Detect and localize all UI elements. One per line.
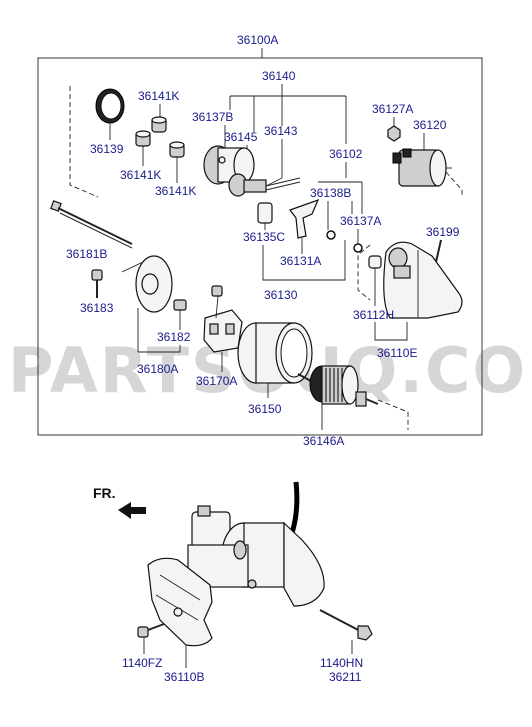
label-36183[interactable]: 36183: [80, 301, 114, 315]
dash-guide-36110E: [357, 244, 371, 301]
bolt-1140HN: [319, 609, 373, 641]
leader-36130: [262, 240, 346, 281]
label-36182[interactable]: 36182: [157, 330, 191, 344]
front-arrow-icon: [118, 502, 146, 519]
screw-36199: [435, 239, 442, 263]
label-36140[interactable]: 36140: [262, 69, 296, 83]
label-36141K-mid[interactable]: 36141K: [120, 168, 161, 182]
nut-36127A: [387, 125, 401, 142]
ring-36139: [95, 88, 125, 124]
label-36100A[interactable]: 36100A: [237, 33, 278, 47]
dash-guide-36120: [445, 171, 463, 195]
label-36170A[interactable]: 36170A: [196, 374, 237, 388]
label-36145[interactable]: 36145: [224, 130, 258, 144]
solenoid-36120: [392, 148, 452, 187]
label-36130[interactable]: 36130: [264, 288, 298, 302]
label-1140HN[interactable]: 1140HN: [320, 656, 363, 670]
leader-36180A: [138, 345, 181, 353]
brush-holder-36170A: [203, 285, 243, 353]
label-1140FZ[interactable]: 1140FZ: [122, 656, 162, 670]
bearing-36141K-low: [169, 141, 185, 158]
leader-36110E: [374, 322, 408, 341]
label-36141K-low[interactable]: 36141K: [155, 184, 196, 198]
label-36141K-top[interactable]: 36141K: [138, 89, 179, 103]
label-36143[interactable]: 36143: [264, 124, 298, 138]
yoke-36150: [237, 322, 313, 384]
armature-36146A: [297, 365, 379, 407]
label-36112H[interactable]: 36112H: [353, 308, 394, 322]
heat-shield-36110B: [147, 557, 213, 647]
label-36139[interactable]: 36139: [90, 142, 124, 156]
bolt-1140FZ: [137, 623, 165, 638]
label-36120[interactable]: 36120: [413, 118, 447, 132]
bushing-36112H: [368, 255, 382, 269]
label-36211[interactable]: 36211: [329, 670, 362, 684]
label-36110E[interactable]: 36110E: [377, 346, 417, 360]
label-36146A[interactable]: 36146A: [303, 434, 344, 448]
bolt-36183: [91, 269, 103, 298]
bearing-36141K-mid: [135, 130, 151, 147]
dash-guide-36139: [69, 86, 99, 198]
oring-36137A: [353, 243, 363, 253]
label-36138B[interactable]: 36138B: [310, 186, 351, 200]
label-36102[interactable]: 36102: [329, 147, 363, 161]
label-36135C[interactable]: 36135C: [243, 230, 285, 244]
bushing-36182: [173, 299, 187, 311]
bolt-36181B: [50, 200, 133, 249]
label-36150[interactable]: 36150: [248, 402, 282, 416]
label-36127A[interactable]: 36127A: [372, 102, 413, 116]
label-36131A[interactable]: 36131A: [280, 254, 321, 268]
label-36199[interactable]: 36199: [426, 225, 460, 239]
label-36137B[interactable]: 36137B: [192, 110, 233, 124]
assembly-frame: [37, 57, 483, 436]
label-36181B[interactable]: 36181B: [66, 247, 107, 261]
lever-36135C: [257, 202, 273, 224]
direction-label-fr: FR.: [93, 485, 116, 501]
gear-assembly-36140: [203, 145, 301, 197]
shift-lever-36131A: [289, 198, 320, 239]
label-36110B[interactable]: 36110B: [164, 670, 204, 684]
label-36180A[interactable]: 36180A: [137, 362, 178, 376]
label-36137A[interactable]: 36137A: [340, 214, 381, 228]
housing-36110E: [383, 241, 463, 319]
bearing-36141K-top: [151, 116, 167, 133]
dash-guide-36146A: [377, 399, 409, 430]
end-frame-36180A: [121, 255, 173, 313]
starter-motor-installed: [187, 505, 325, 607]
oring-36138B: [326, 230, 336, 240]
